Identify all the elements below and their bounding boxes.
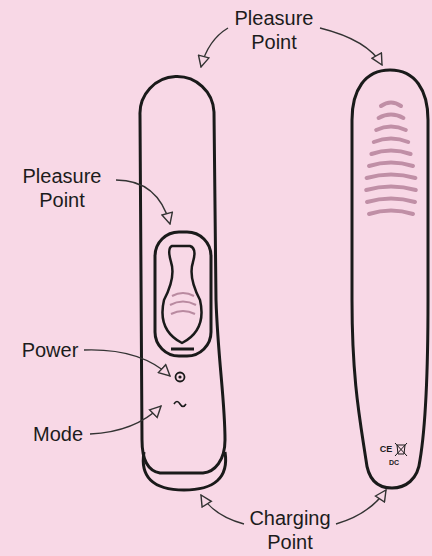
ridge xyxy=(376,127,406,131)
device-back xyxy=(352,70,428,488)
power-mark: DC xyxy=(384,459,404,467)
part-label: Pleasure Point xyxy=(224,6,324,54)
weee-symbol xyxy=(395,443,407,456)
leader-line xyxy=(336,490,386,524)
leader-line xyxy=(84,350,170,376)
ridge xyxy=(367,199,415,203)
ridge xyxy=(366,187,416,191)
pleasure-bulb xyxy=(162,246,201,343)
window-base xyxy=(171,348,194,351)
part-label: Pleasure Point xyxy=(12,164,112,212)
part-label: Mode xyxy=(23,422,93,446)
part-label: Power xyxy=(10,338,90,362)
ridge xyxy=(374,139,408,143)
leader-line xyxy=(116,180,170,224)
leader-line xyxy=(201,495,244,524)
ridge xyxy=(369,163,413,167)
ridge xyxy=(379,115,404,119)
pleasure-window xyxy=(155,232,211,356)
ridge xyxy=(369,211,413,215)
certification-mark: CE xyxy=(376,444,396,455)
ridge xyxy=(381,103,401,107)
device-front xyxy=(140,76,226,490)
power-button xyxy=(176,373,185,382)
device-base xyxy=(143,452,225,490)
leader-line xyxy=(320,28,382,65)
ridge-texture xyxy=(366,103,416,215)
leader-lines xyxy=(84,28,386,524)
mode-button xyxy=(174,402,186,407)
ridge xyxy=(371,151,410,155)
leader-line xyxy=(201,28,228,67)
leader-line xyxy=(90,406,161,434)
ridge xyxy=(367,175,416,179)
part-label: Charging Point xyxy=(240,506,340,554)
bulb-ridges xyxy=(170,293,196,314)
